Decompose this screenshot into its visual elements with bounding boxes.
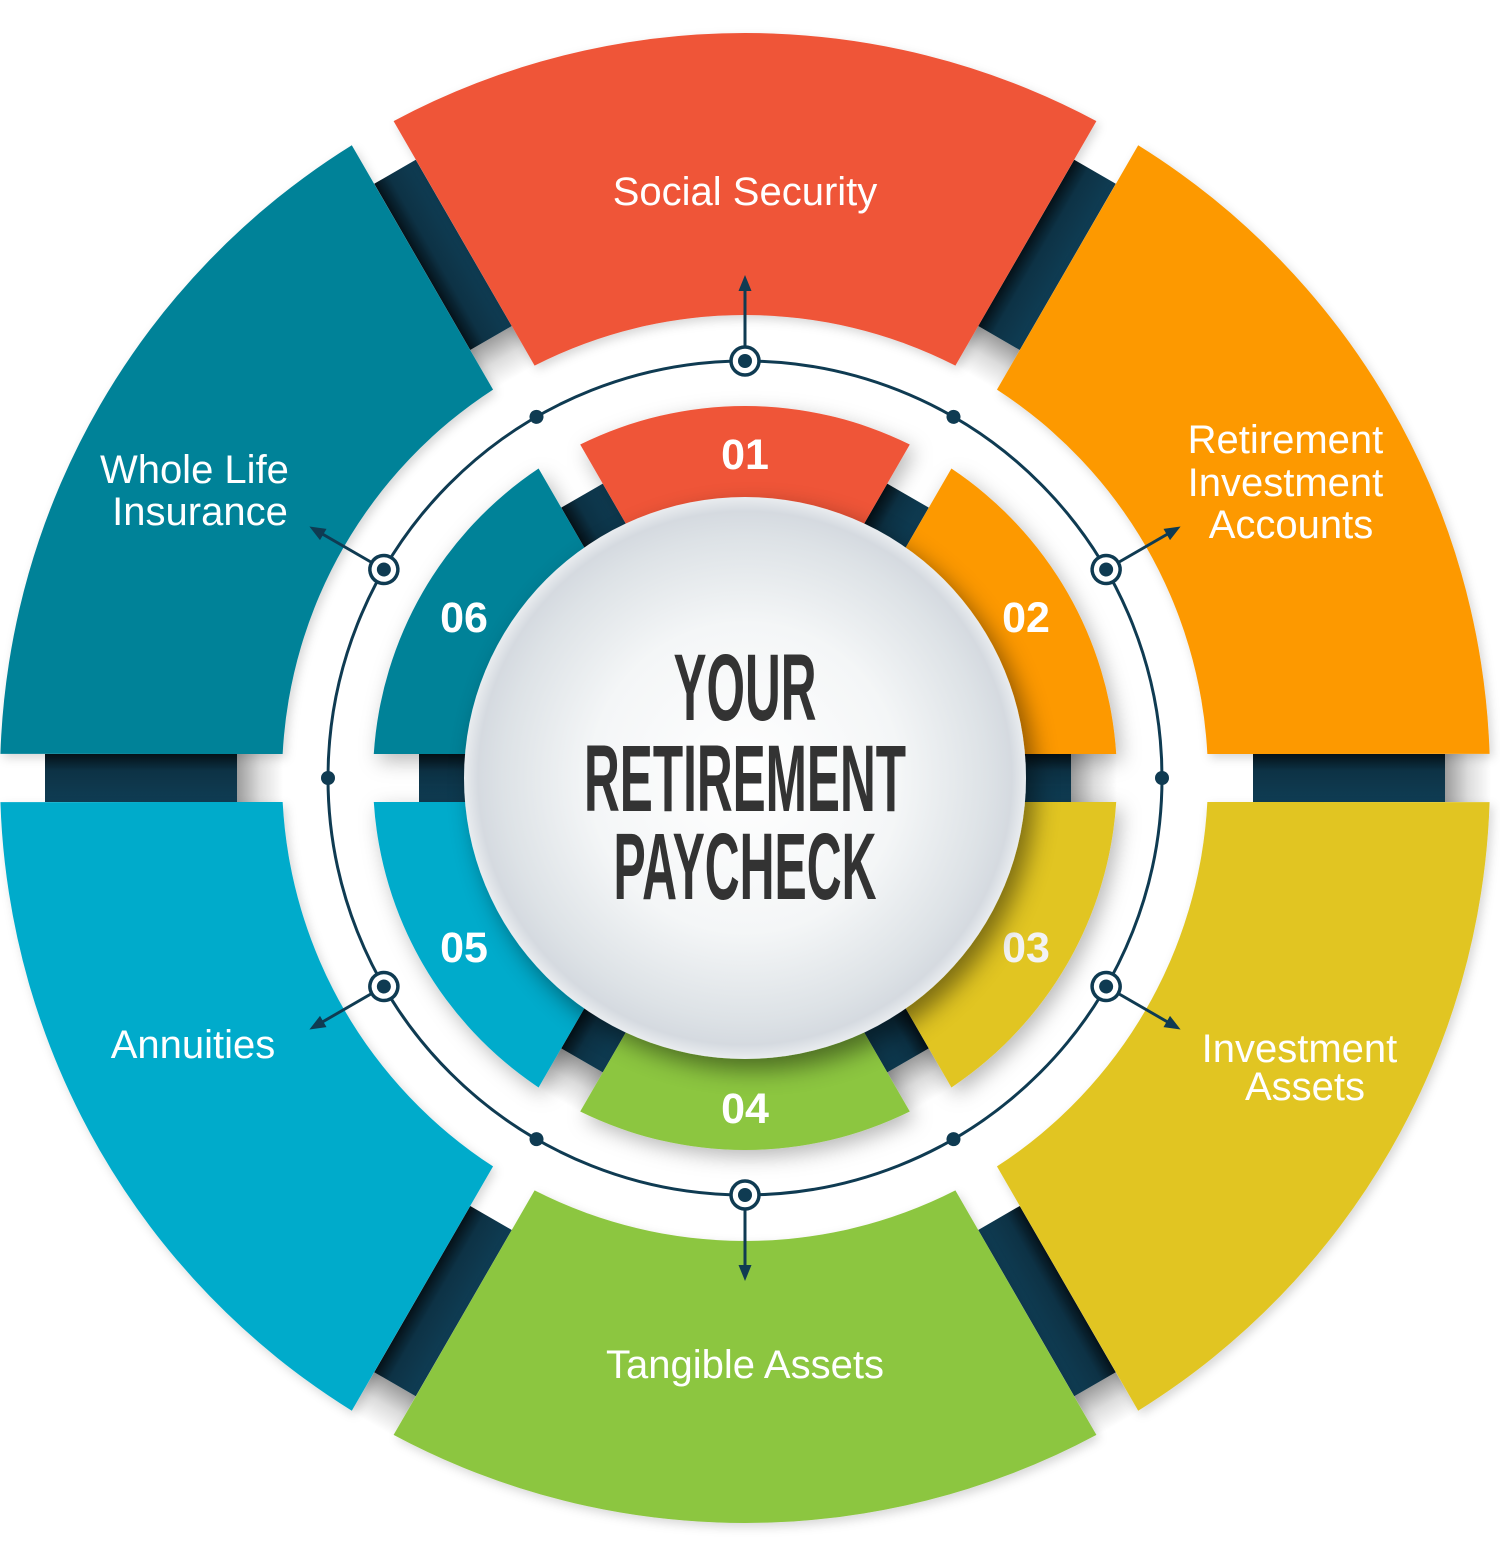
target-marker-icon [368,970,400,1003]
pointer-arrows [309,275,1181,1281]
target-markers [368,345,1122,1211]
label-line: Social Security [613,170,878,214]
outer-connectors [45,159,1445,1397]
label-line: Assets [1245,1065,1365,1109]
label-line: Investment [1188,461,1384,505]
gap-shade [351,1372,416,1437]
gap-shade [955,326,1020,390]
segment-number-06: 06 [440,594,488,642]
label-line: Tangible Assets [606,1343,884,1387]
connector-block [978,1205,1116,1397]
arrow-upper-right-icon [1117,526,1181,564]
segment-number-05: 05 [440,924,488,972]
inner-gap-shades [538,754,1117,1113]
orbit-dots [321,409,1169,1147]
label-social-security: Social Security [613,170,878,214]
label-line: Investment [1202,1027,1398,1071]
title-line-2: RETIREMENT [584,726,906,832]
title-line-3: PAYCHECK [614,814,877,920]
label-tangible-assets: Tangible Assets [606,1343,884,1387]
gap-shade [237,754,283,802]
arrow-down-icon [738,1209,752,1281]
label-investment-assets: Investment Assets [1202,1027,1409,1109]
title-line-1: YOUR [674,635,817,741]
gap-shade [887,1048,952,1113]
gap-shade [538,1048,603,1113]
arrow-lower-right-icon [1117,992,1181,1030]
label-whole-life-insurance: Whole Life Insurance [100,448,300,534]
target-marker-icon [1090,553,1122,586]
target-marker-icon [368,553,400,586]
connector-block [374,1205,512,1397]
connector-block [1253,754,1445,802]
arrow-upper-left-icon [309,526,373,564]
label-line: Retirement [1188,418,1384,462]
dot-icon [946,409,961,424]
center-circle [464,497,1026,1059]
outer-gap-shades [237,326,1491,1437]
label-line: Whole Life [100,448,289,492]
target-marker-icon [1090,970,1122,1003]
label-retirement-investment-accounts: Retirement Investment Accounts [1188,418,1395,547]
page-title: YOUR RETIREMENT PAYCHECK [584,635,906,920]
segment-number-02: 02 [1002,594,1050,642]
gap-shade [470,326,535,390]
dot-icon [946,1132,961,1147]
label-line: Accounts [1209,503,1374,547]
gap-shade [1071,754,1117,802]
segment-number-04: 04 [721,1085,769,1133]
arrow-lower-left-icon [309,992,373,1030]
segment-number-01: 01 [721,431,769,479]
segment-numbers: 01 02 03 04 05 06 [440,431,1050,1133]
connector-block [978,159,1116,351]
dot-icon [529,1132,544,1147]
target-marker-icon [729,1179,761,1211]
label-annuities: Annuities [111,1023,276,1067]
gap-shade [1445,754,1491,802]
segment-labels: Social Security Retirement Investment Ac… [100,170,1409,1387]
target-marker-icon [729,345,761,377]
gap-shade [1074,1372,1139,1437]
label-line: Annuities [111,1023,276,1067]
connector-block [45,754,237,802]
dot-icon [1155,771,1169,785]
segment-number-03: 03 [1002,924,1050,972]
dot-icon [321,771,335,785]
dot-icon [529,409,544,424]
label-line: Insurance [112,490,288,534]
connector-block [374,159,512,351]
arrow-up-icon [738,275,752,347]
